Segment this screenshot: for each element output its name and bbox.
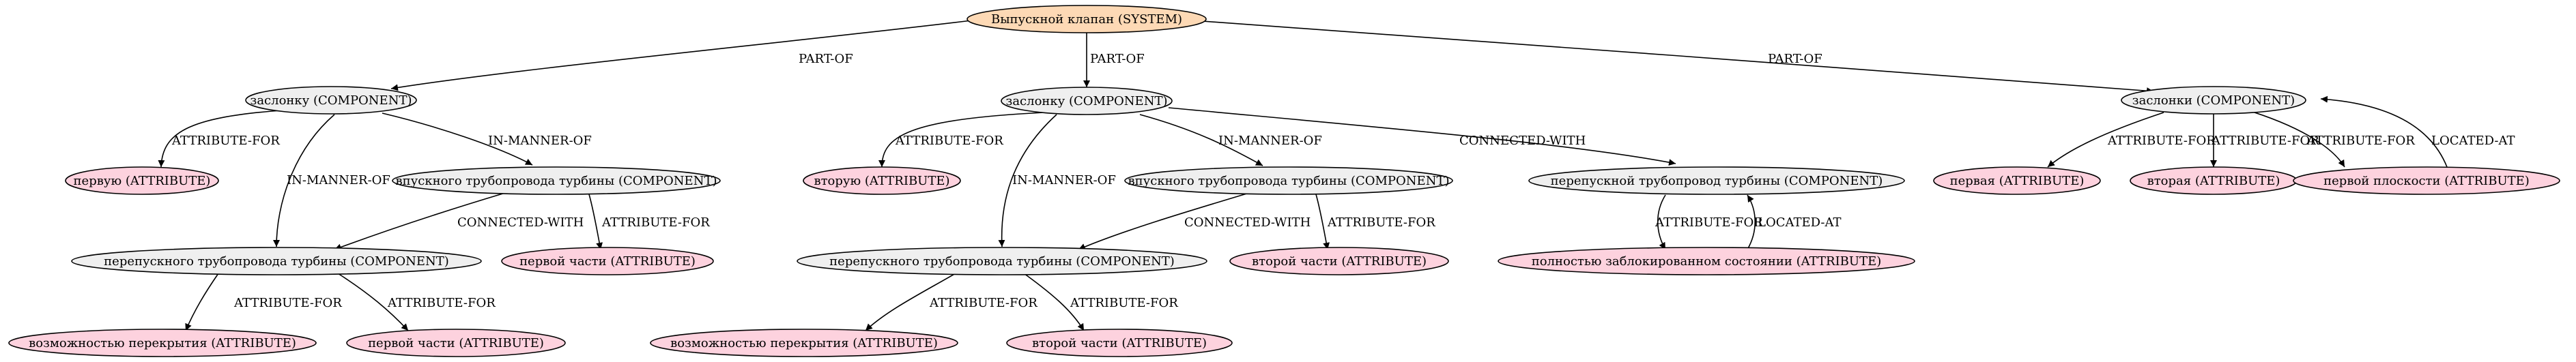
- node-attribute: вторую (ATTRIBUTE): [803, 167, 960, 194]
- edge-vp2-to-pp2: CONNECTED-WITH: [1078, 193, 1311, 250]
- svg-text:впускного трубопровода турбины: впускного трубопровода турбины (COMPONEN…: [396, 174, 717, 188]
- edge-label-attribute-for: ATTRIBUTE-FOR: [601, 215, 710, 230]
- edge-pp2-to-a8: ATTRIBUTE-FOR: [865, 273, 1037, 331]
- svg-text:Выпускной клапан (SYSTEM): Выпускной клапан (SYSTEM): [991, 12, 1182, 27]
- node-attribute: первой плоскости (ATTRIBUTE): [2293, 167, 2560, 194]
- node-attribute: возможностью перекрытия (ATTRIBUTE): [9, 329, 316, 357]
- node-attribute: первой части (ATTRIBUTE): [502, 247, 713, 275]
- node-attribute: полностью заблокированном состоянии (ATT…: [1498, 247, 1915, 275]
- edge-label-part-of: PART-OF: [799, 52, 853, 66]
- edge-label-attribute-for: ATTRIBUTE-FOR: [233, 296, 342, 310]
- edge-a12-to-c3: LOCATED-AT: [2321, 99, 2515, 167]
- edge-label-in-manner-of: IN-MANNER-OF: [287, 173, 390, 187]
- svg-text:перепускного трубопровода турб: перепускного трубопровода турбины (COMPO…: [104, 254, 449, 269]
- svg-text:перепускной трубопровод турбин: перепускной трубопровод турбины (COMPONE…: [1551, 174, 1883, 188]
- edge-vp1-to-pp1: CONNECTED-WITH: [334, 193, 584, 250]
- svg-text:первая (ATTRIBUTE): первая (ATTRIBUTE): [1950, 174, 2085, 188]
- edge-system-to-c3: PART-OF: [1193, 20, 2153, 91]
- edge-c3-to-a11: ATTRIBUTE-FOR: [2211, 114, 2319, 167]
- edge-pp1-to-a4: ATTRIBUTE-FOR: [338, 273, 496, 331]
- edge-c2-to-pp2: IN-MANNER-OF: [1002, 115, 1116, 247]
- edge-label-in-manner-of: IN-MANNER-OF: [1012, 173, 1116, 187]
- node-component: заслонку (COMPONENT): [246, 87, 416, 114]
- svg-text:заслонку (COMPONENT): заслонку (COMPONENT): [1006, 94, 1168, 108]
- edge-vp1-to-a2: ATTRIBUTE-FOR: [589, 194, 710, 250]
- node-component: перепускной трубопровод турбины (COMPONE…: [1529, 167, 1904, 194]
- node-component: перепускного трубопровода турбины (COMPO…: [797, 247, 1207, 275]
- edge-label-located-at: LOCATED-AT: [2431, 134, 2515, 148]
- edge-label-attribute-for: ATTRIBUTE-FOR: [2107, 134, 2216, 148]
- edge-label-attribute-for: ATTRIBUTE-FOR: [1327, 215, 1435, 230]
- svg-text:перепускного трубопровода турб: перепускного трубопровода турбины (COMPO…: [829, 254, 1175, 269]
- edge-label-attribute-for: ATTRIBUTE-FOR: [2306, 134, 2415, 148]
- edge-pp1-to-a3: ATTRIBUTE-FOR: [186, 273, 342, 331]
- edge-label-in-manner-of: IN-MANNER-OF: [488, 134, 592, 148]
- edge-c2-to-vp2: IN-MANNER-OF: [1140, 115, 1322, 166]
- svg-text:впускного трубопровода турбины: впускного трубопровода турбины (COMPONEN…: [1128, 174, 1450, 188]
- edge-label-attribute-for: ATTRIBUTE-FOR: [1655, 215, 1763, 230]
- edge-vp2-to-a6: ATTRIBUTE-FOR: [1316, 194, 1435, 250]
- node-component: заслонку (COMPONENT): [1001, 87, 1172, 115]
- edge-pp2-to-a9: ATTRIBUTE-FOR: [1024, 273, 1178, 331]
- edge-label-attribute-for: ATTRIBUTE-FOR: [387, 296, 496, 310]
- edge-c1-to-pp1: IN-MANNER-OF: [276, 115, 390, 247]
- edge-label-attribute-for: ATTRIBUTE-FOR: [2211, 134, 2319, 148]
- node-component: впускного трубопровода турбины (COMPONEN…: [1125, 167, 1452, 194]
- edge-label-part-of: PART-OF: [1768, 52, 1822, 66]
- node-attribute: второй части (ATTRIBUTE): [1007, 329, 1232, 357]
- svg-text:второй части (ATTRIBUTE): второй части (ATTRIBUTE): [1252, 254, 1427, 269]
- edge-c3-to-a10: ATTRIBUTE-FOR: [2048, 112, 2216, 167]
- node-system: Выпускной клапан (SYSTEM): [967, 5, 1206, 33]
- node-component: впускного трубопровода турбины (COMPONEN…: [392, 167, 720, 194]
- edge-label-connected-with: CONNECTED-WITH: [457, 215, 584, 230]
- edge-label-attribute-for: ATTRIBUTE-FOR: [171, 134, 280, 148]
- svg-text:вторую (ATTRIBUTE): вторую (ATTRIBUTE): [814, 174, 949, 188]
- edge-label-part-of: PART-OF: [1090, 52, 1145, 66]
- svg-text:второй части (ATTRIBUTE): второй части (ATTRIBUTE): [1032, 336, 1207, 350]
- node-component: перепускного трубопровода турбины (COMPO…: [72, 247, 481, 275]
- svg-text:вторая (ATTRIBUTE): вторая (ATTRIBUTE): [2147, 174, 2280, 188]
- node-attribute: первая (ATTRIBUTE): [1934, 167, 2100, 194]
- edge-label-connected-with: CONNECTED-WITH: [1459, 134, 1586, 148]
- edge-label-connected-with: CONNECTED-WITH: [1184, 215, 1311, 230]
- svg-text:первую (ATTRIBUTE): первую (ATTRIBUTE): [74, 174, 211, 188]
- edge-system-to-c1: PART-OF: [391, 19, 983, 89]
- svg-text:заслонки (COMPONENT): заслонки (COMPONENT): [2132, 93, 2295, 108]
- svg-text:первой плоскости (ATTRIBUTE): первой плоскости (ATTRIBUTE): [2323, 174, 2530, 188]
- edge-label-attribute-for: ATTRIBUTE-FOR: [929, 296, 1037, 310]
- edge-system-to-c2: PART-OF: [1087, 32, 1145, 87]
- node-attribute: первую (ATTRIBUTE): [66, 167, 218, 194]
- svg-text:первой части (ATTRIBUTE): первой части (ATTRIBUTE): [368, 336, 544, 350]
- node-attribute: вторая (ATTRIBUTE): [2130, 167, 2297, 194]
- edge-label-attribute-for: ATTRIBUTE-FOR: [1070, 296, 1178, 310]
- svg-text:возможностью перекрытия (ATTRI: возможностью перекрытия (ATTRIBUTE): [29, 336, 296, 350]
- svg-text:заслонку (COMPONENT): заслонку (COMPONENT): [251, 93, 412, 108]
- edge-a7-to-pt2: LOCATED-AT: [1747, 195, 1842, 250]
- node-component: заслонки (COMPONENT): [2121, 87, 2306, 114]
- edge-label-attribute-for: ATTRIBUTE-FOR: [895, 134, 1003, 148]
- node-attribute: возможностью перекрытия (ATTRIBUTE): [650, 329, 958, 357]
- svg-text:возможностью перекрытия (ATTRI: возможностью перекрытия (ATTRIBUTE): [670, 336, 938, 350]
- edge-pt2-to-a7: ATTRIBUTE-FOR: [1655, 195, 1763, 250]
- edge-label-located-at: LOCATED-AT: [1758, 215, 1842, 230]
- svg-text:полностью заблокированном сост: полностью заблокированном состоянии (ATT…: [1532, 254, 1882, 269]
- edge-c2-to-a5: ATTRIBUTE-FOR: [882, 112, 1044, 167]
- node-attribute: второй части (ATTRIBUTE): [1230, 247, 1448, 275]
- edge-c1-to-a1: ATTRIBUTE-FOR: [161, 110, 281, 167]
- node-attribute: первой части (ATTRIBUTE): [347, 329, 565, 357]
- edge-label-in-manner-of: IN-MANNER-OF: [1218, 134, 1322, 148]
- edge-c1-to-vp1: IN-MANNER-OF: [382, 113, 592, 165]
- svg-text:первой части (ATTRIBUTE): первой части (ATTRIBUTE): [519, 254, 696, 269]
